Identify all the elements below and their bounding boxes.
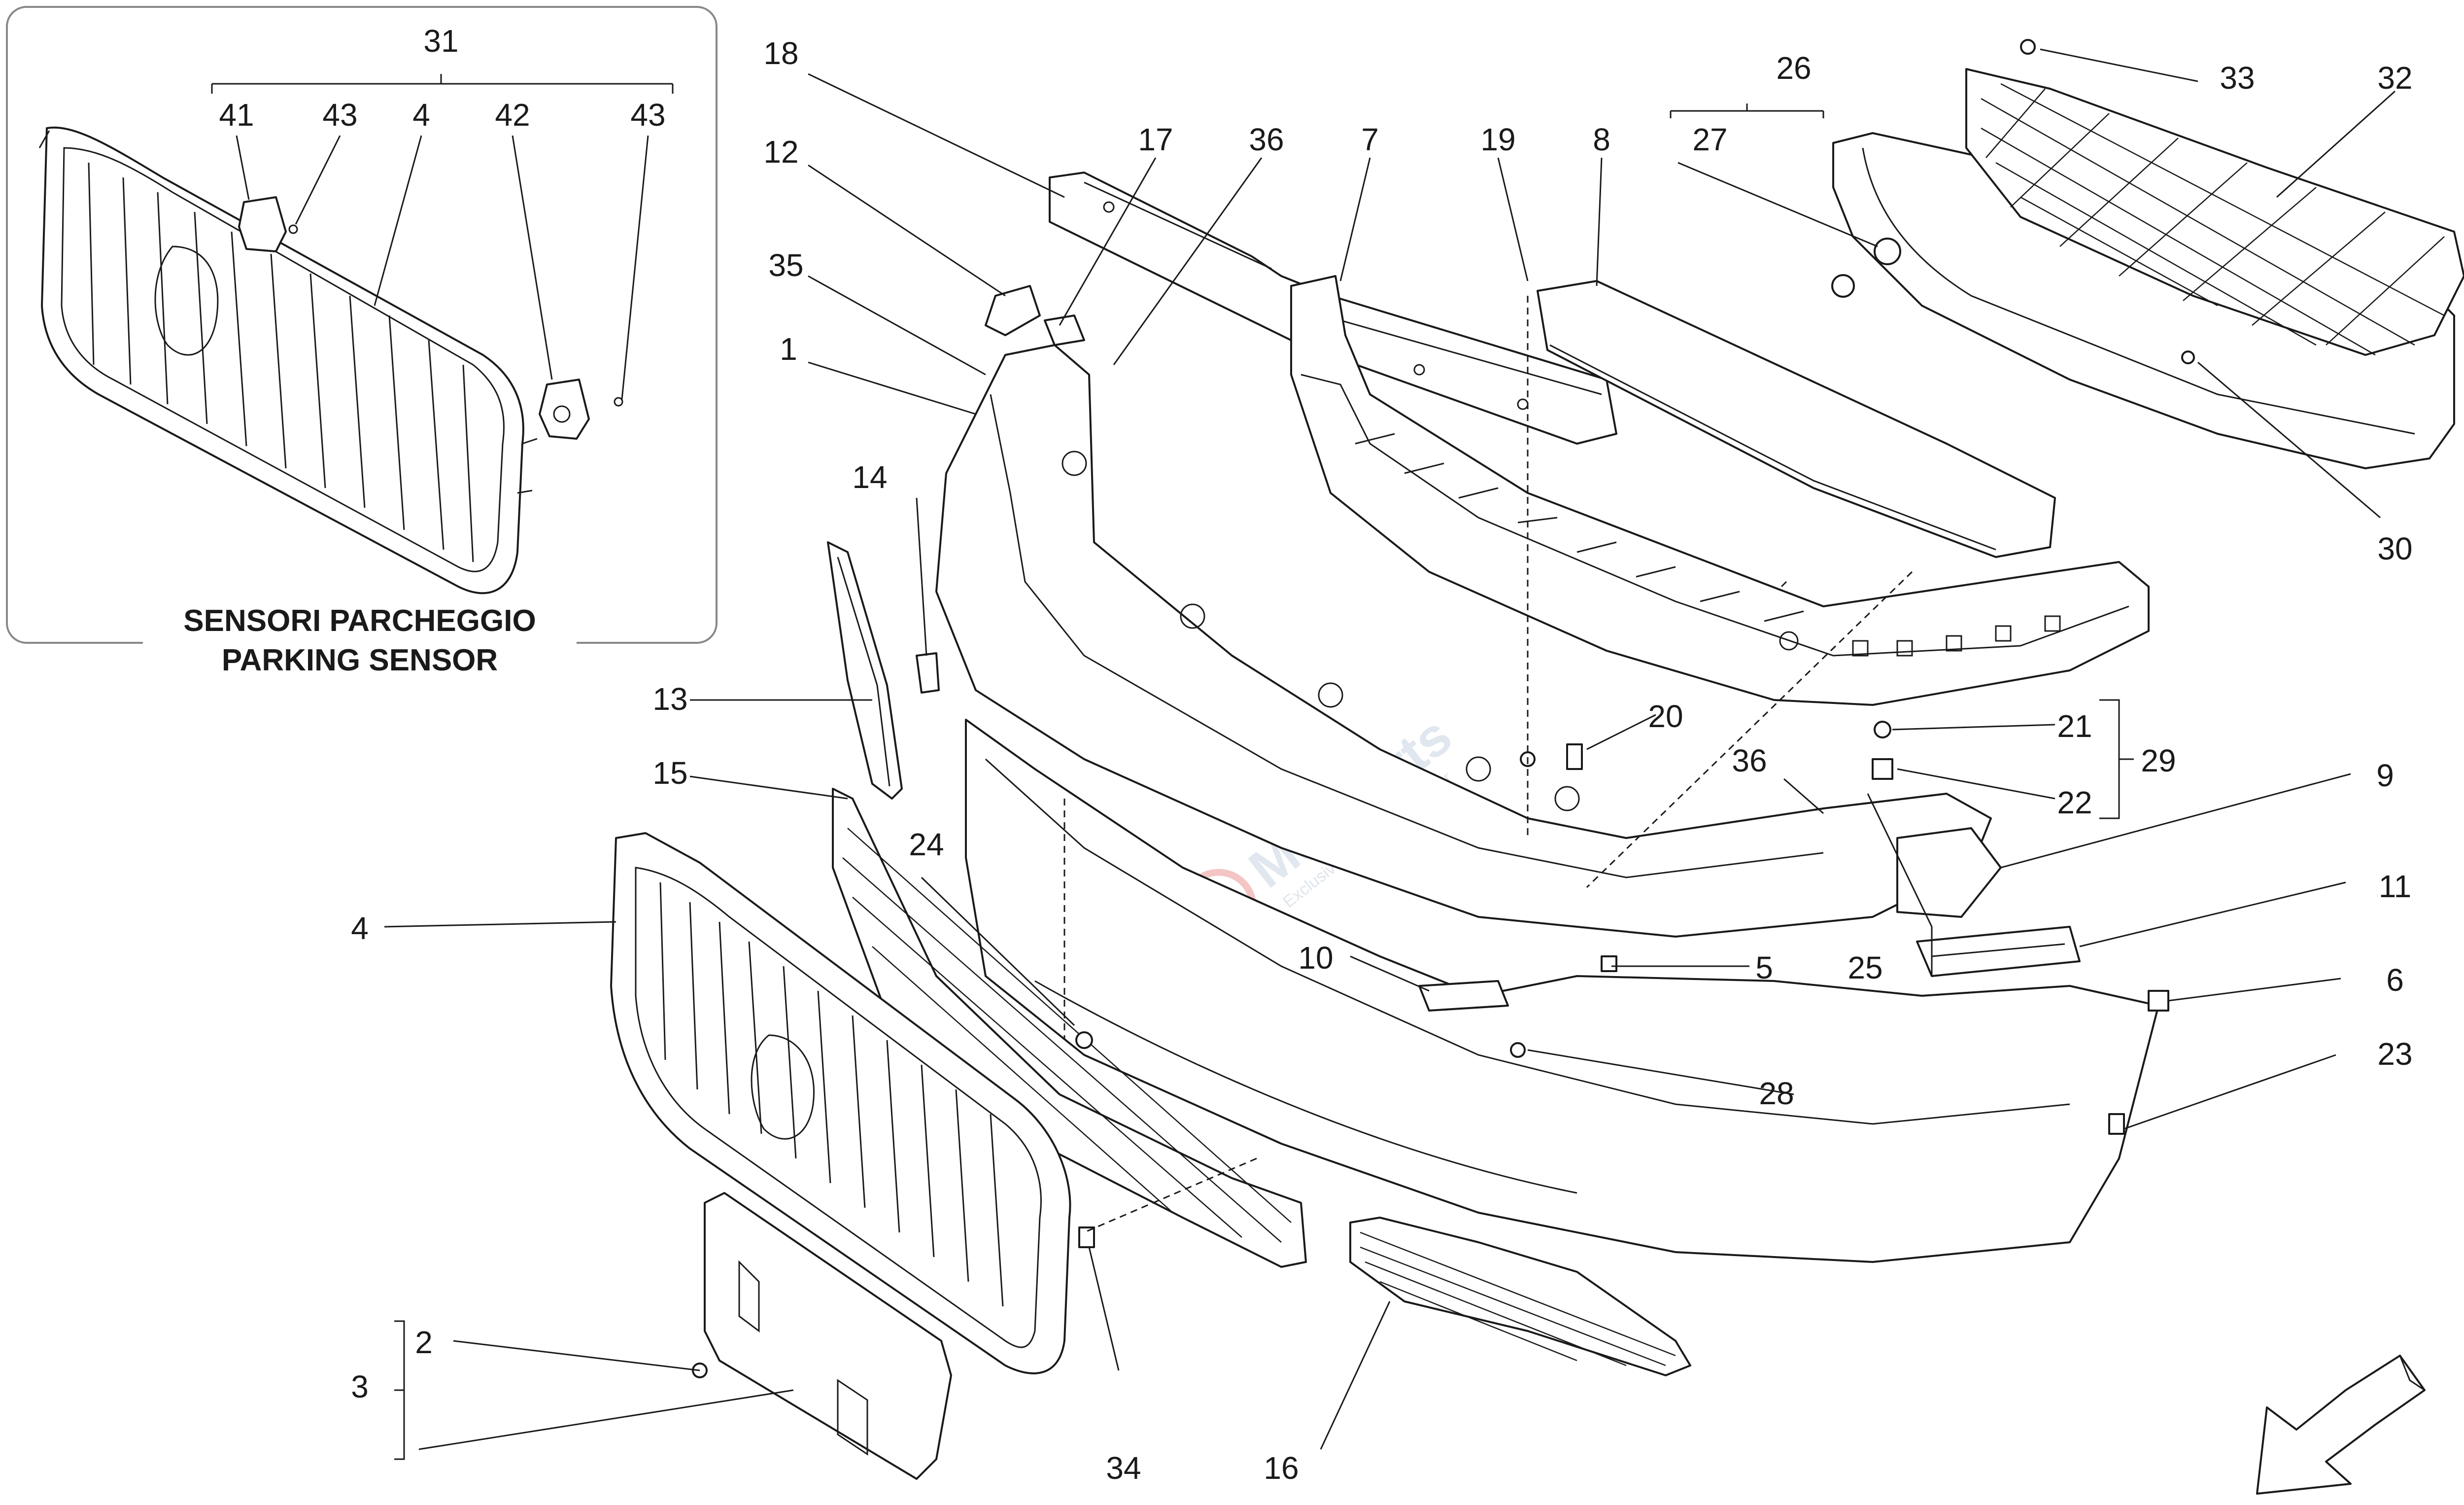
callout-28: 28 <box>1759 1076 1794 1111</box>
part-12-bracket <box>985 285 1041 336</box>
callout-24: 24 <box>909 827 944 862</box>
sensor-41-shape <box>238 196 287 252</box>
part-33-screw-shape <box>2020 39 2036 55</box>
callout-15: 15 <box>652 755 687 791</box>
inset-callout-4: 4 <box>412 97 430 133</box>
direction-arrow-icon <box>2256 1355 2426 1495</box>
callout-23: 23 <box>2377 1036 2412 1072</box>
part-24-fastener <box>1075 1031 1093 1049</box>
part-14-clips <box>916 652 940 694</box>
callout-19: 19 <box>1480 122 1515 157</box>
part-4-main-grille <box>610 832 1071 1374</box>
part-34-fastener <box>1078 1226 1095 1248</box>
callout-13: 13 <box>652 681 687 717</box>
callout-2: 2 <box>415 1325 433 1360</box>
part-16-lower-side-mesh <box>1349 1217 1691 1376</box>
part-9-side-bracket <box>1896 827 2002 918</box>
callout-26: 26 <box>1776 50 1811 86</box>
callout-33: 33 <box>2220 60 2255 96</box>
part-23-screw <box>2108 1113 2125 1135</box>
part-lower-bumper <box>965 719 2159 1263</box>
part-27-clip-shape <box>1874 238 1901 265</box>
callout-6: 6 <box>2386 962 2404 998</box>
callout-3: 3 <box>351 1369 369 1404</box>
inset-title-italian: SENSORI PARCHEGGIO <box>183 604 536 638</box>
part-7-bracket-beam <box>1290 275 2150 706</box>
callout-10: 10 <box>1298 940 1333 976</box>
part-1-bumper-shell <box>935 344 1992 938</box>
callout-18: 18 <box>763 35 798 71</box>
inset-callout-43-left: 43 <box>322 97 357 133</box>
callout-29: 29 <box>2141 743 2176 778</box>
part-20-fastener <box>1566 743 1583 770</box>
callout-numbers: 18 12 35 1 17 36 7 19 8 26 27 33 32 30 1… <box>351 35 2412 1486</box>
inset-title-bg <box>143 599 577 688</box>
callout-14: 14 <box>852 459 887 495</box>
callout-7: 7 <box>1361 122 1379 157</box>
part-8-impact-bar <box>1537 280 2056 558</box>
callout-25: 25 <box>1848 950 1882 985</box>
callout-9: 9 <box>2376 758 2394 793</box>
part-17-clip <box>1044 315 1085 346</box>
part-22-nut <box>1872 758 1893 780</box>
parking-sensor-inset: 31 41 43 4 42 43 SENSORI PARCHEGGIO PARK… <box>6 6 718 688</box>
part-21-nut <box>1874 721 1891 738</box>
sensor-42-shape <box>539 379 590 440</box>
callout-21: 21 <box>2057 708 2092 744</box>
callout-8: 8 <box>1593 122 1610 157</box>
callout-5: 5 <box>1755 950 1773 985</box>
callout-17: 17 <box>1138 122 1173 157</box>
part-5-clip <box>1601 955 1617 972</box>
callout-11: 11 <box>2379 869 2411 904</box>
callout-27: 27 <box>1692 122 1727 157</box>
part-11-side-clip <box>1916 926 2081 977</box>
part-32-upper-mesh <box>1965 68 2464 356</box>
inset-title-english: PARKING SENSOR <box>222 643 498 677</box>
leader-lines <box>384 48 2396 1460</box>
inset-callout-42: 42 <box>495 97 530 133</box>
inset-grille-drawing <box>38 126 623 595</box>
part-10-clip <box>1418 980 1509 1012</box>
part-28-screw <box>1510 1042 1526 1058</box>
callout-1: 1 <box>780 331 797 367</box>
callout-22: 22 <box>2057 785 2092 820</box>
part-6-clip <box>2148 990 2169 1012</box>
part-3-plate-holder <box>704 1192 952 1480</box>
callout-4: 4 <box>351 910 369 946</box>
inset-callout-41: 41 <box>219 97 254 133</box>
callout-30: 30 <box>2377 531 2412 566</box>
callout-34: 34 <box>1106 1450 1141 1486</box>
callout-12: 12 <box>763 134 798 170</box>
callout-31: 31 <box>423 23 458 59</box>
callout-16: 16 <box>1264 1450 1299 1486</box>
callout-36-top: 36 <box>1249 122 1284 157</box>
callout-32: 32 <box>2377 60 2412 96</box>
callout-36-mid: 36 <box>1732 743 1767 778</box>
part-13-side-strip <box>827 541 903 800</box>
inset-callout-43-right: 43 <box>630 97 665 133</box>
callout-35: 35 <box>768 247 803 283</box>
part-30-screw-shape <box>2181 350 2195 364</box>
callout-20: 20 <box>1648 699 1683 734</box>
